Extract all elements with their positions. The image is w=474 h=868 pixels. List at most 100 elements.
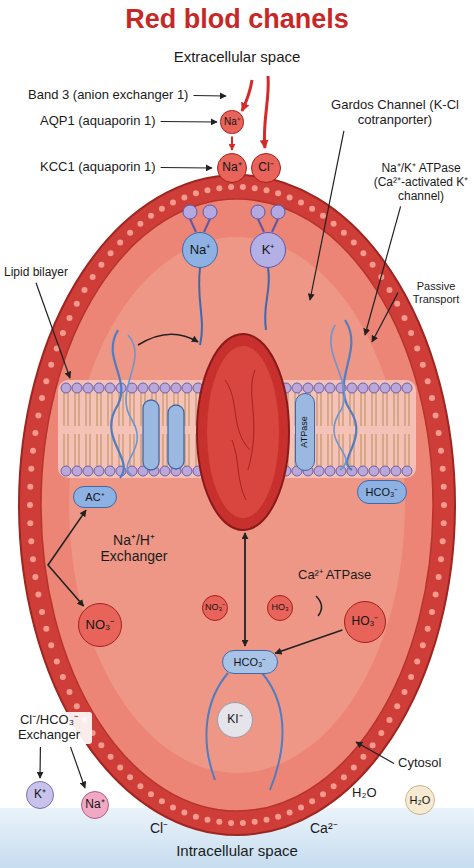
channel-cap: [203, 205, 217, 219]
protein-strand: [344, 320, 357, 470]
nucleus-texture: [225, 370, 255, 500]
lipid-head: [160, 466, 170, 476]
membrane-dot: [127, 774, 133, 780]
ion-circle: Na⁺: [81, 791, 109, 819]
leader-line: [310, 131, 344, 300]
lipid-tail: [331, 434, 332, 466]
lipid-tail: [162, 393, 163, 426]
lipid-tail: [100, 393, 101, 426]
membrane-dot: [181, 194, 187, 200]
text-label: Cytosol: [398, 756, 441, 771]
membrane-dot: [402, 315, 408, 321]
membrane-dot: [252, 185, 258, 191]
leader-line: [194, 95, 227, 97]
lipid-head: [358, 383, 368, 393]
lipid-tail: [74, 393, 75, 426]
membrane-dot: [433, 592, 439, 598]
membrane-dot: [436, 574, 442, 580]
membrane-dot: [440, 466, 446, 472]
membrane-dot: [414, 346, 420, 352]
lipid-tail: [129, 393, 130, 426]
lipid-tail: [338, 393, 339, 426]
lipid-tail: [404, 393, 405, 426]
lipid-head: [369, 383, 379, 393]
membrane-dot: [440, 538, 446, 544]
lipid-tail: [375, 434, 376, 466]
membrane-dot: [43, 626, 49, 632]
ion-text: KI⁻: [227, 713, 242, 726]
lipid-tail: [320, 434, 321, 466]
ion-text: Na⁺: [222, 161, 241, 174]
membrane-dot: [264, 817, 270, 823]
protein-strand: [331, 325, 346, 470]
diagram-title: Red blod chanels: [0, 4, 474, 35]
connector: [231, 137, 233, 150]
lipid-tail: [133, 393, 134, 426]
lipid-head: [105, 466, 115, 476]
lipid-tail: [67, 393, 68, 426]
membrane-dot: [425, 378, 431, 384]
lipid-tail: [100, 434, 101, 466]
lipid-tail: [371, 434, 372, 466]
ion-circle: HO₃⁻: [344, 601, 386, 643]
membrane-dot: [108, 250, 114, 256]
lipid-head: [149, 383, 159, 393]
membrane-dot: [216, 185, 222, 191]
lipid-head: [105, 383, 115, 393]
membrane-dot: [320, 791, 326, 797]
cytoplasm-glow: [69, 237, 405, 773]
lipid-head: [72, 383, 82, 393]
ion-text: ATPase: [300, 416, 310, 447]
lipid-tail: [364, 393, 365, 426]
membrane-dot: [378, 730, 384, 736]
membrane-dot: [82, 287, 88, 293]
membrane-dot: [27, 520, 33, 526]
lipid-head: [369, 466, 379, 476]
connector: [275, 630, 342, 653]
text-label: Passive Transport: [402, 280, 470, 305]
channel-pill: [168, 405, 184, 469]
membrane-dot: [159, 798, 165, 804]
lipid-tail: [111, 434, 112, 466]
membrane-dot: [370, 742, 376, 748]
text-label: Cl⁻: [150, 820, 168, 836]
membrane-dot: [148, 791, 154, 797]
protein-strand: [111, 330, 124, 478]
membrane-dot: [433, 412, 439, 418]
lipid-tail: [331, 393, 332, 426]
lipid-tail: [408, 393, 409, 426]
lipid-tail: [338, 434, 339, 466]
membrane-dot: [360, 754, 366, 760]
lipid-tail: [393, 393, 394, 426]
lipid-tail: [364, 434, 365, 466]
membrane-dot: [341, 230, 347, 236]
membrane-dot: [441, 520, 447, 526]
lipid-tail: [188, 393, 189, 426]
membrane-dot: [408, 330, 414, 336]
membrane-dot: [341, 774, 347, 780]
lipid-head: [402, 383, 412, 393]
ion-text: AC⁺: [85, 491, 104, 503]
lipid-tail: [382, 393, 383, 426]
lipid-tail: [89, 393, 90, 426]
leader-line: [356, 742, 394, 764]
membrane-dot: [387, 717, 393, 723]
membrane-dot: [429, 609, 435, 615]
lipid-tail: [342, 393, 343, 426]
membrane-dot: [331, 221, 337, 227]
lipid-tail: [375, 393, 376, 426]
ion-circle: HO₃: [267, 595, 293, 621]
lipid-tail: [78, 393, 79, 426]
lipid-tail: [122, 393, 123, 426]
lipid-tail: [74, 434, 75, 466]
leader-line: [71, 747, 86, 788]
lipid-tail: [393, 434, 394, 466]
lipid-head: [325, 383, 335, 393]
membrane-dot: [39, 609, 45, 615]
membrane-dot: [60, 674, 66, 680]
text-label: Ca²⁻: [310, 820, 338, 836]
ion-text: K⁺: [34, 788, 46, 801]
lipid-tail: [85, 434, 86, 466]
leader-line: [372, 293, 398, 342]
